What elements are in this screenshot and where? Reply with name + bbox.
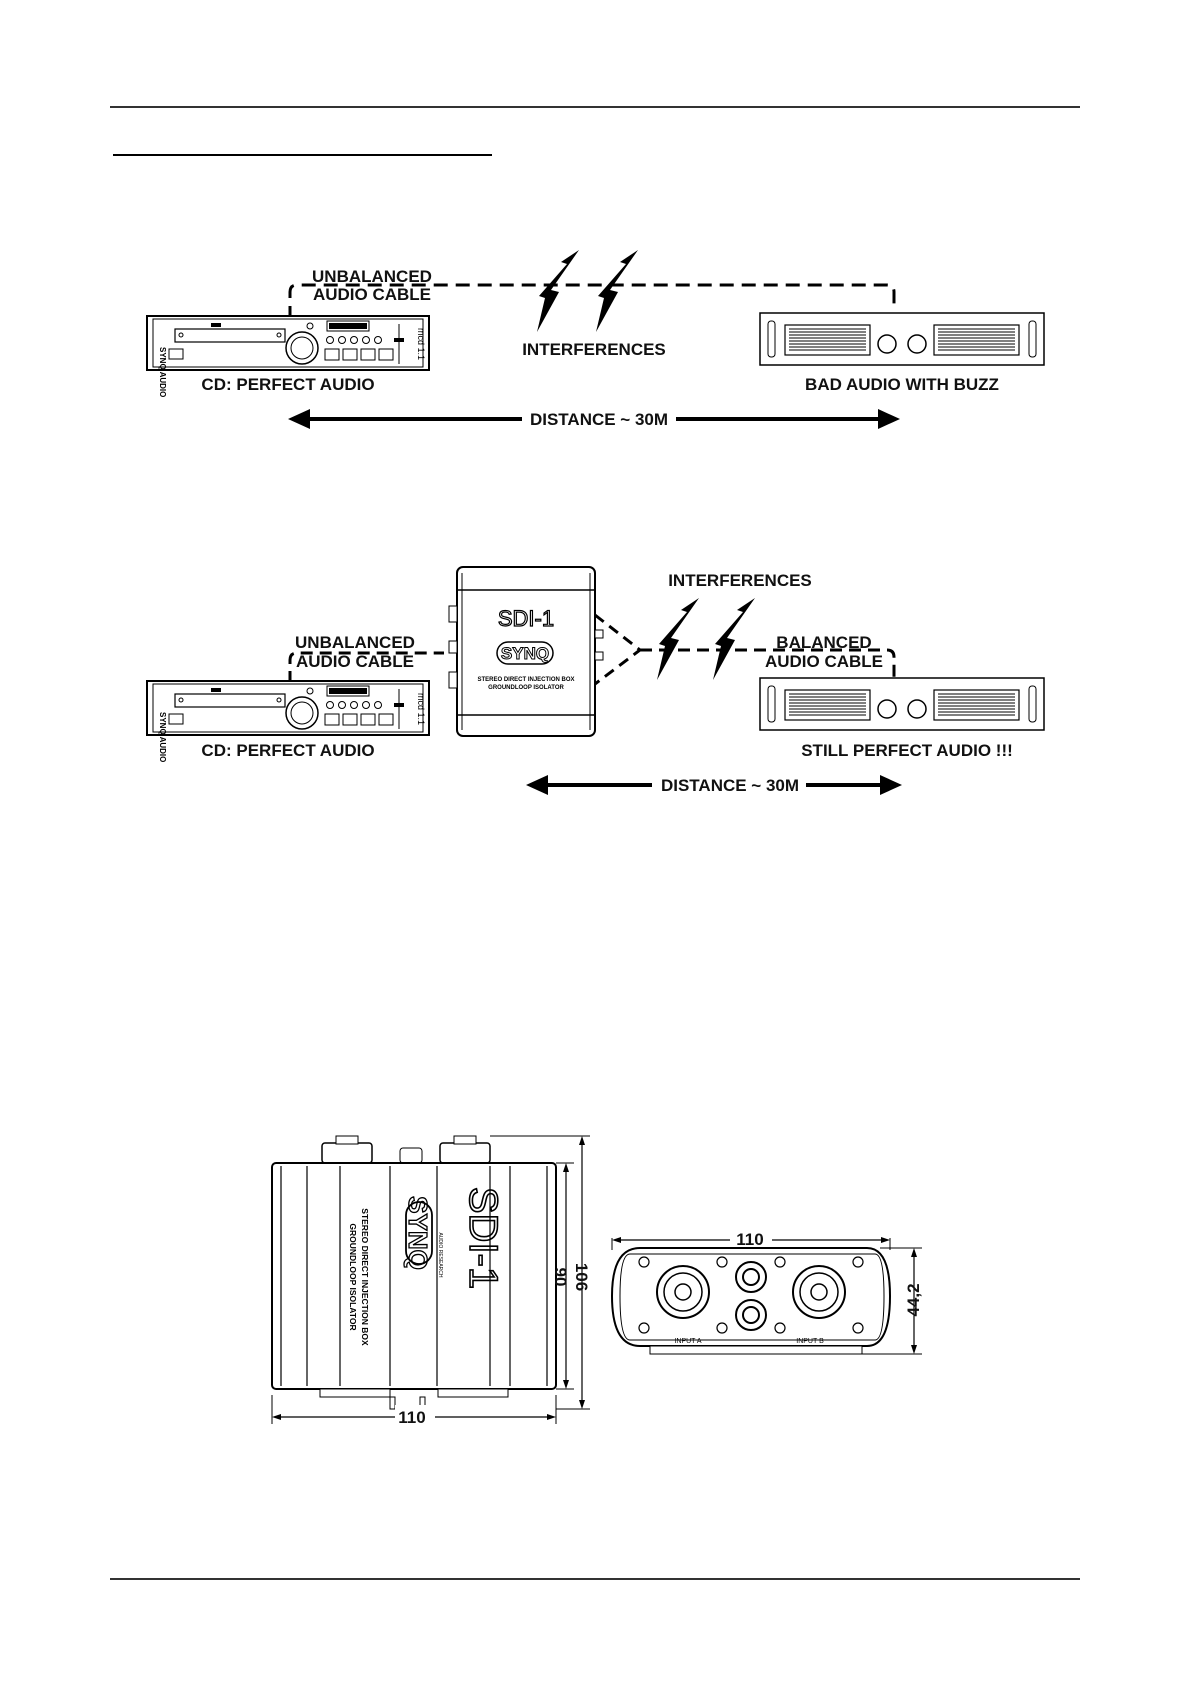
front-height-dimension: 44,2 <box>904 1283 923 1316</box>
interferences-label: INTERFERENCES <box>522 340 666 359</box>
dimension-front-view: INPUT A INPUT B 110 44,2 <box>610 1228 923 1355</box>
top-total-depth-dimension: 106 <box>572 1263 591 1291</box>
top-depth-dimension: 90 <box>551 1268 570 1287</box>
amplifier-2 <box>759 677 1045 731</box>
top-description-line2: GROUNDLOOP ISOLATOR <box>348 1223 358 1330</box>
unbalanced-label-line1: UNBALANCED <box>295 633 415 652</box>
cd-player-1 <box>146 315 430 371</box>
balanced-label-line2: AUDIO CABLE <box>765 652 883 671</box>
dimension-top-view: SDI-1 SYNQ AUDIO RESEARCH STEREO DIRECT … <box>271 1135 591 1427</box>
cd-model-label: mcd 1.1 <box>416 328 426 360</box>
top-width-dimension: 110 <box>398 1408 425 1427</box>
diagram-balanced: UNBALANCED AUDIO CABLE SYNQ AUDIO mcd 1.… <box>146 566 1045 795</box>
interferences-label: INTERFERENCES <box>668 571 812 590</box>
lightning-bolt-icon <box>657 598 699 680</box>
arrow-right-icon <box>880 775 902 795</box>
arrow-left-icon <box>526 775 548 795</box>
cd-brand-label: SYNQ AUDIO <box>158 712 167 762</box>
top-brand-label: SYNQ <box>403 1196 433 1270</box>
input-a-label: INPUT A <box>674 1338 701 1345</box>
distance-label: DISTANCE ~ 30M <box>530 410 668 429</box>
box-description-line2: GROUNDLOOP ISOLATOR <box>488 685 564 691</box>
cd-brand-label: SYNQ AUDIO <box>158 347 167 397</box>
top-description-line1: STEREO DIRECT INJECTION BOX <box>360 1208 370 1346</box>
top-model-label: SDI-1 <box>461 1187 505 1289</box>
destination-caption: BAD AUDIO WITH BUZZ <box>805 375 999 394</box>
source-caption: CD: PERFECT AUDIO <box>201 375 374 394</box>
cable-label-line1: UNBALANCED <box>312 267 432 286</box>
distance-label: DISTANCE ~ 30M <box>661 776 799 795</box>
diagram-unbalanced: UNBALANCED AUDIO CABLE SYNQ AUDIO mcd 1.… <box>146 250 1045 429</box>
arrow-right-icon <box>878 409 900 429</box>
box-description-line1: STEREO DIRECT INJECTION BOX <box>477 677 574 683</box>
box-model-label: SDI-1 <box>498 606 554 631</box>
lightning-bolt-icon <box>596 250 638 332</box>
box-brand-label: SYNQ <box>501 644 549 663</box>
top-tagline-label: AUDIO RESEARCH <box>437 1232 443 1277</box>
source-caption: CD: PERFECT AUDIO <box>201 741 374 760</box>
cd-player-2 <box>146 680 430 736</box>
footer-rule <box>110 1578 1080 1580</box>
lightning-bolt-icon <box>713 598 755 680</box>
destination-caption: STILL PERFECT AUDIO !!! <box>801 741 1013 760</box>
input-b-label: INPUT B <box>796 1338 824 1345</box>
sdi1-box-illustration: SDI-1 SYNQ STEREO DIRECT INJECTION BOX G… <box>448 566 604 737</box>
balanced-label-line1: BALANCED <box>776 633 871 652</box>
cable-label-line2: AUDIO CABLE <box>313 285 431 304</box>
section-heading-underline <box>113 154 492 156</box>
lightning-bolt-icon <box>537 250 579 332</box>
front-width-dimension: 110 <box>736 1230 763 1249</box>
unbalanced-label-line2: AUDIO CABLE <box>296 652 414 671</box>
amplifier-1 <box>759 312 1045 366</box>
cd-model-label: mcd 1.1 <box>416 693 426 725</box>
arrow-left-icon <box>288 409 310 429</box>
header-rule <box>110 106 1080 108</box>
